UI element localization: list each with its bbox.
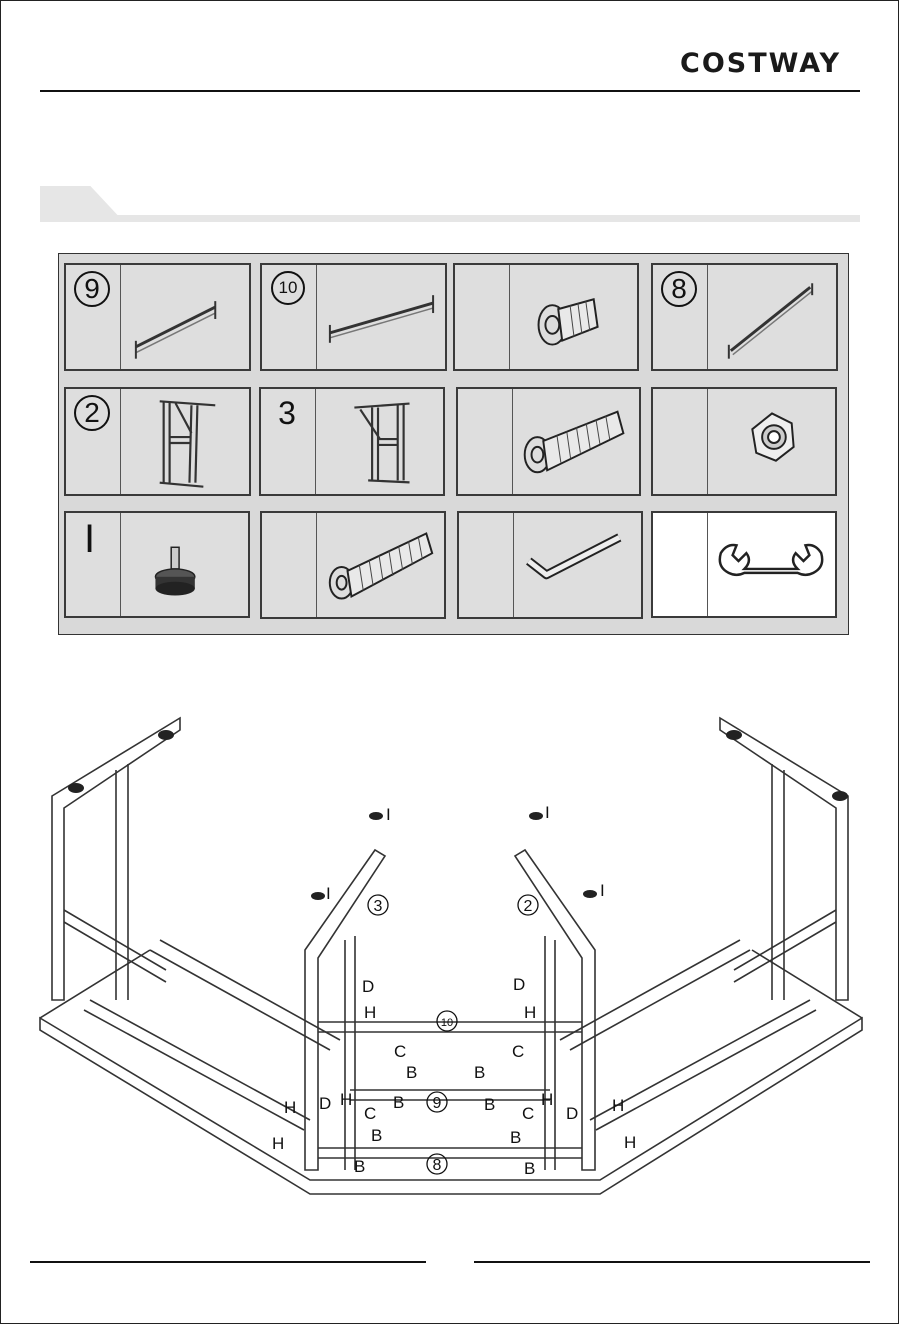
svg-text:B: B: [524, 1159, 535, 1178]
svg-text:B: B: [371, 1126, 382, 1145]
part-card-2: 2: [64, 387, 251, 496]
part-card-9: 9: [64, 263, 251, 371]
svg-text:B: B: [510, 1128, 521, 1147]
part-card-allen-key: [457, 511, 643, 619]
parts-list-panel: 9 10 8 2 3: [58, 253, 849, 635]
part-number: 3: [269, 395, 305, 431]
svg-text:D: D: [362, 977, 374, 996]
footer-rule-right: [474, 1261, 870, 1263]
svg-text:H: H: [612, 1096, 624, 1115]
long-brace-icon: [707, 265, 836, 369]
svg-text:C: C: [394, 1042, 406, 1061]
svg-text:B: B: [484, 1095, 495, 1114]
brand-logo: COSTWAY: [680, 48, 841, 79]
svg-text:H: H: [284, 1098, 296, 1117]
part-card-wrench: [651, 511, 837, 618]
svg-text:B: B: [393, 1093, 404, 1112]
leg-frame-icon: [120, 389, 249, 494]
assembly-diagram: 3 2 10 9 8 I I I I D D D D H H H H H H H…: [0, 700, 899, 1200]
part-number: 9: [74, 271, 110, 307]
svg-text:I: I: [600, 881, 605, 900]
medium-brace-icon: [316, 265, 445, 369]
part-card-i: I: [64, 511, 250, 618]
svg-text:H: H: [524, 1003, 536, 1022]
svg-text:H: H: [541, 1090, 553, 1109]
nut-icon: [707, 389, 835, 494]
svg-text:I: I: [386, 805, 391, 824]
long-bolt-icon: [316, 513, 444, 617]
part-number: 10: [271, 271, 305, 305]
part-card-nut: [651, 387, 837, 496]
svg-text:D: D: [566, 1104, 578, 1123]
leveling-foot-icon: [68, 730, 848, 900]
frame-label-2: 2: [524, 898, 533, 915]
svg-text:H: H: [272, 1134, 284, 1153]
part-card-short-bolt: [453, 263, 639, 371]
section-band: [40, 215, 860, 222]
part-card-3: 3: [259, 387, 445, 496]
svg-text:C: C: [364, 1104, 376, 1123]
svg-text:D: D: [319, 1094, 331, 1113]
svg-text:H: H: [624, 1133, 636, 1152]
frame-label-10: 10: [441, 1017, 453, 1029]
frame-label-9: 9: [433, 1095, 442, 1112]
medium-bolt-icon: [512, 389, 639, 494]
svg-text:H: H: [364, 1003, 376, 1022]
svg-text:B: B: [354, 1157, 365, 1176]
leveling-foot-icon: [120, 513, 248, 616]
part-card-8: 8: [651, 263, 838, 371]
svg-text:I: I: [326, 884, 331, 903]
svg-text:B: B: [406, 1063, 417, 1082]
part-number: 2: [74, 395, 110, 431]
svg-text:I: I: [545, 803, 550, 822]
part-number: I: [84, 517, 95, 562]
frame-label-3: 3: [374, 898, 383, 915]
part-card-10: 10: [260, 263, 447, 371]
svg-text:H: H: [340, 1090, 352, 1109]
part-card-long-bolt: [260, 511, 446, 619]
part-card-medium-bolt: [456, 387, 641, 496]
footer-rule-left: [30, 1261, 426, 1263]
svg-text:C: C: [522, 1104, 534, 1123]
short-brace-icon: [120, 265, 249, 369]
svg-text:B: B: [474, 1063, 485, 1082]
frame-label-8: 8: [433, 1157, 442, 1174]
allen-key-icon: [513, 513, 641, 617]
part-number: 8: [661, 271, 697, 307]
wrench-icon: [707, 513, 835, 616]
leg-frame-icon: [315, 389, 443, 494]
header-rule: [40, 90, 860, 92]
svg-text:D: D: [513, 975, 525, 994]
svg-text:C: C: [512, 1042, 524, 1061]
short-bolt-icon: [509, 265, 637, 369]
